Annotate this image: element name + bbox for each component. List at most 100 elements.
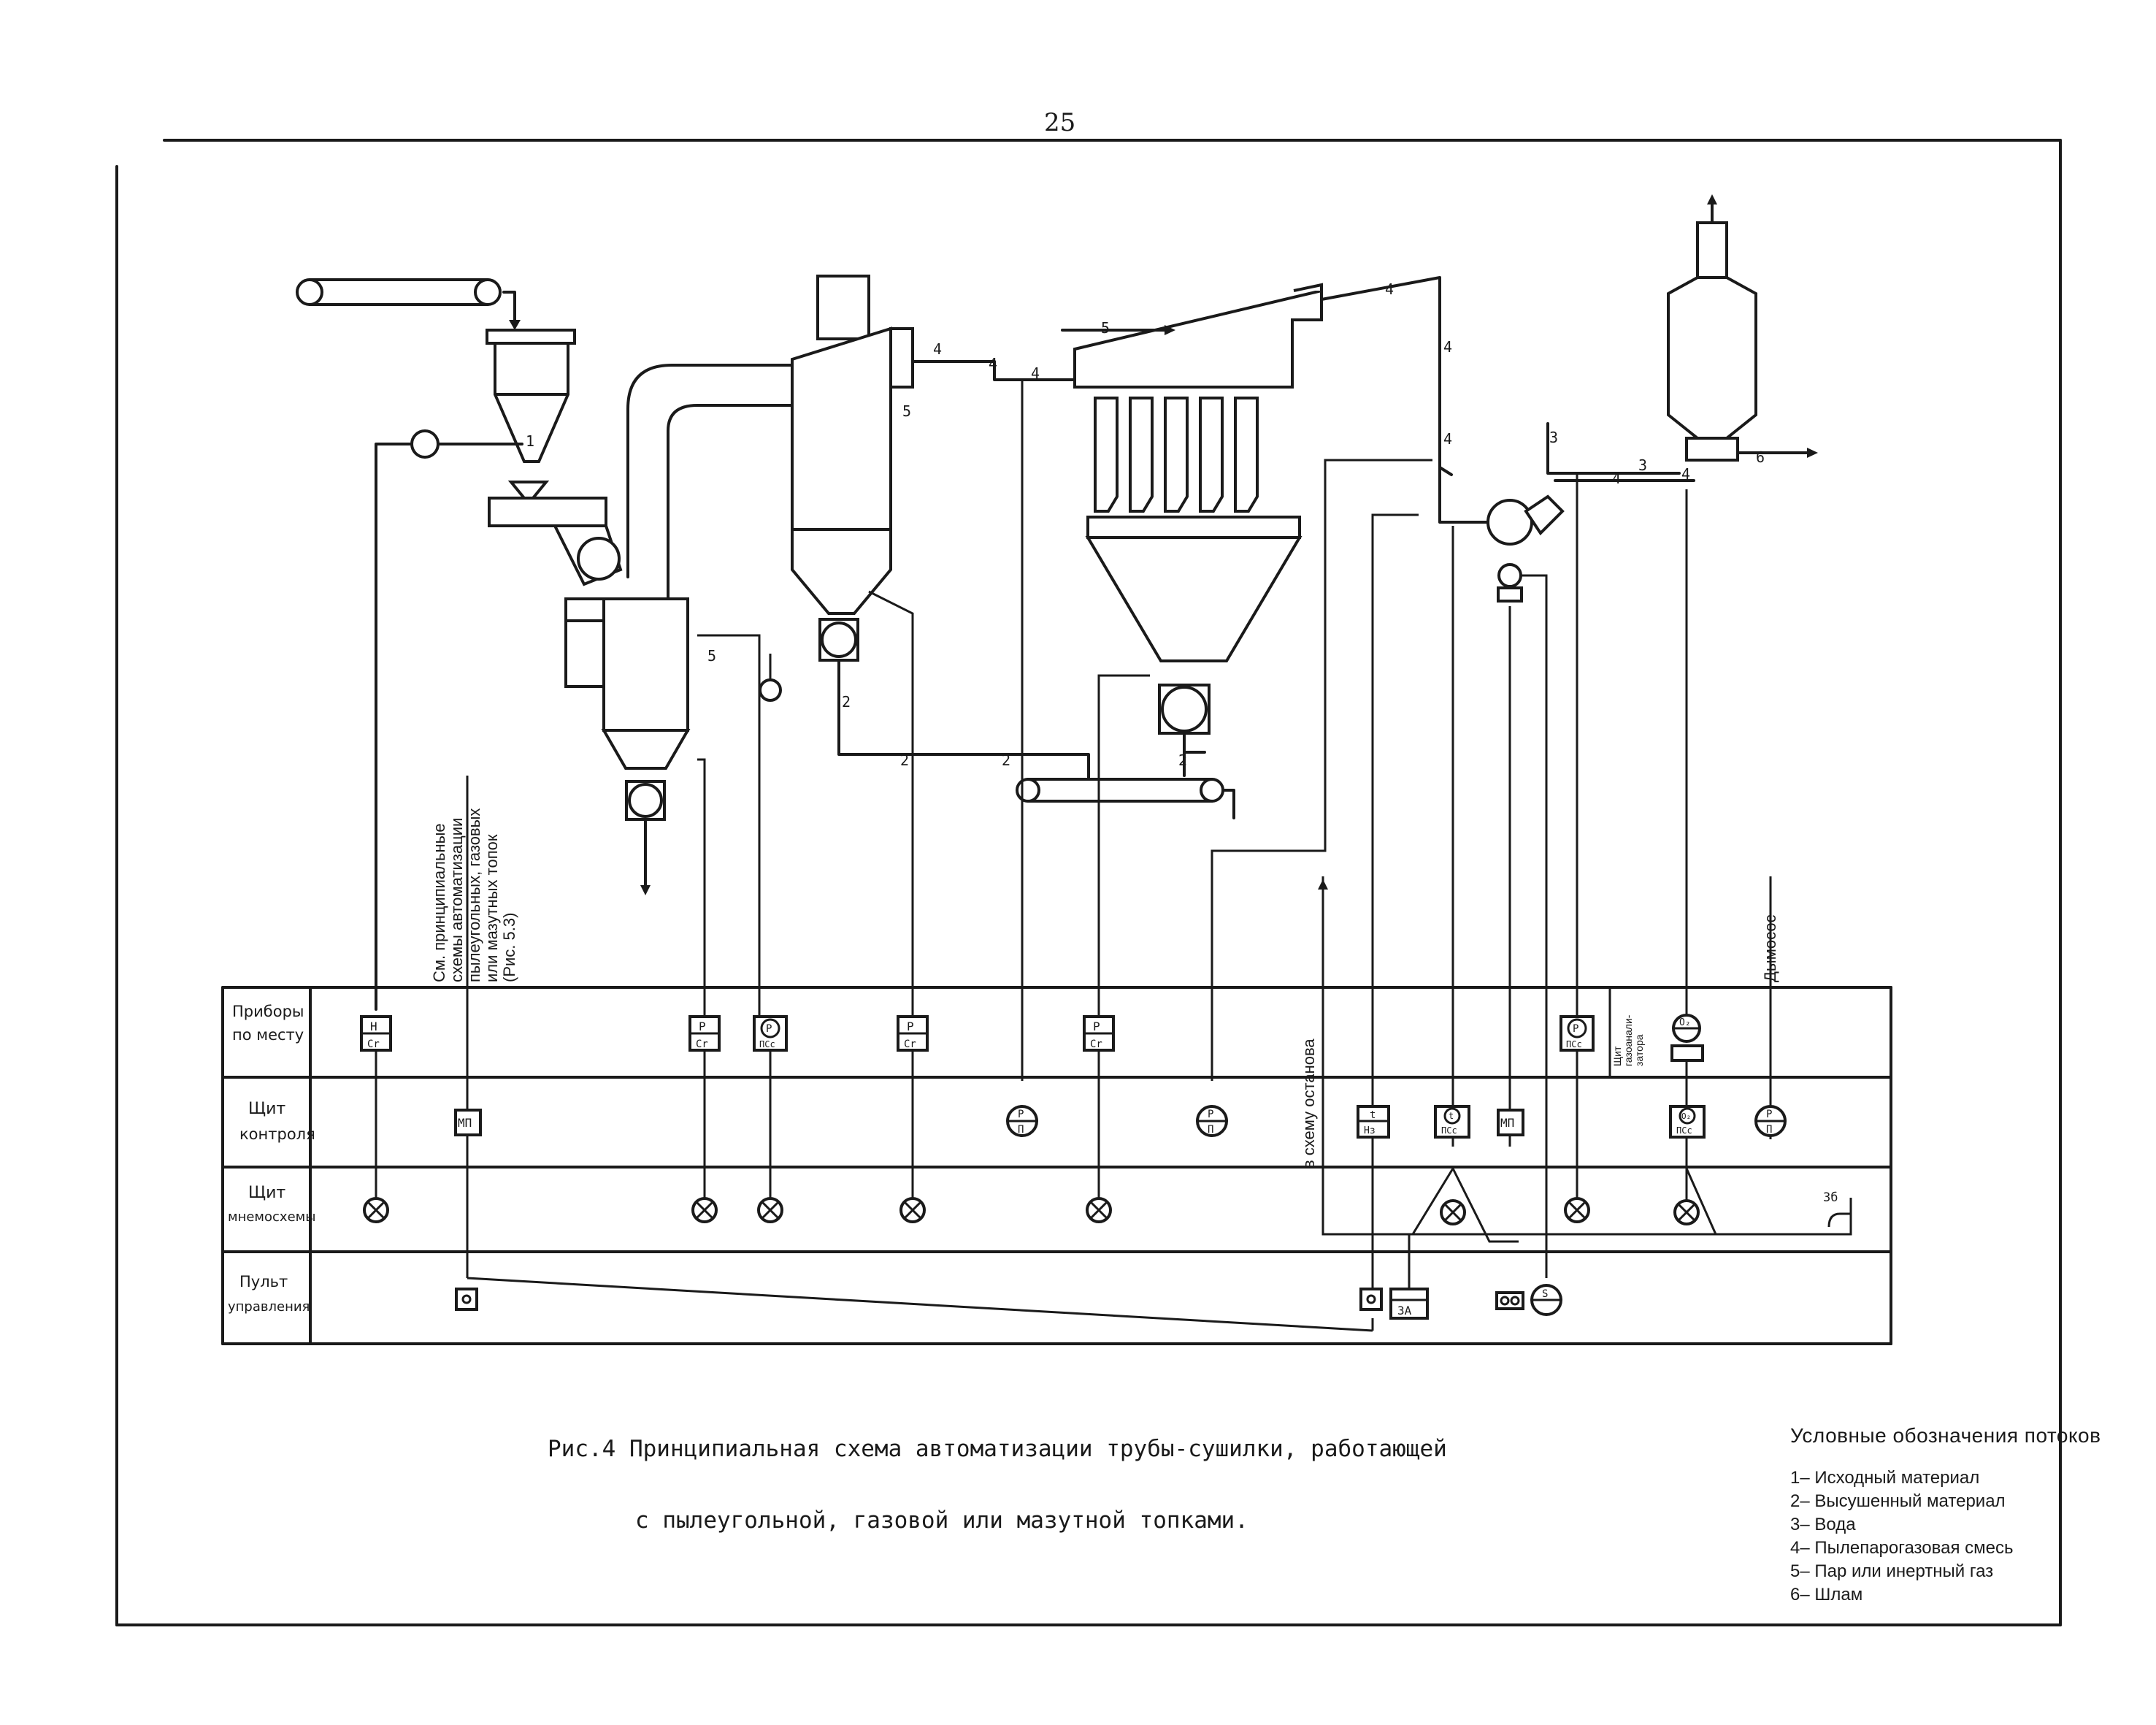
svg-text:P: P xyxy=(1766,1109,1772,1120)
console-button-3 xyxy=(1495,1291,1524,1310)
svg-text:4: 4 xyxy=(1612,470,1621,487)
svg-text:Нз: Нз xyxy=(1364,1125,1376,1136)
svg-text:5: 5 xyxy=(707,647,716,665)
control-instrument-mp-2: МП xyxy=(1497,1109,1524,1136)
svg-text:4: 4 xyxy=(1385,280,1394,298)
svg-text:ПСс: ПСс xyxy=(1566,1039,1582,1049)
svg-text:P: P xyxy=(766,1023,772,1035)
svg-text:H: H xyxy=(370,1020,377,1033)
impulse-lines xyxy=(466,380,1852,1278)
feed-conveyor xyxy=(296,278,521,330)
signal-lines xyxy=(375,876,1851,1332)
row-label-mimic-1: Щит xyxy=(248,1184,285,1202)
local-instrument-2: PCr xyxy=(688,1015,721,1052)
console-switch-za: ЗА xyxy=(1389,1288,1429,1320)
svg-text:P: P xyxy=(1018,1109,1024,1120)
dryer-pipe xyxy=(626,364,794,600)
svg-text:4: 4 xyxy=(933,340,942,358)
svg-text:П: П xyxy=(1208,1124,1213,1136)
svg-text:П: П xyxy=(1766,1124,1772,1136)
row-label-control-2: контроля xyxy=(239,1125,315,1143)
stream-legend: Условные обозначения потоков 1– Исходный… xyxy=(1790,1424,2101,1607)
legend-item: 6– Шлам xyxy=(1790,1585,1863,1604)
svg-text:МП: МП xyxy=(458,1116,472,1130)
control-instrument-mp-1: МП xyxy=(454,1109,482,1136)
svg-text:Cr: Cr xyxy=(367,1039,380,1050)
stream-labels: 1 2 2 2 2 3 3 4 4 4 4 4 4 4 4 5 5 5 6 xyxy=(526,280,1765,769)
mimic-lamp-3 xyxy=(757,1197,783,1223)
svg-text:4: 4 xyxy=(1681,465,1690,483)
cyclone-left xyxy=(791,275,1090,779)
legend-item: 4– Пылепарогазовая смесь xyxy=(1790,1538,2014,1558)
legend-title: Условные обозначения потоков xyxy=(1790,1424,2101,1447)
level-sensor-loop xyxy=(375,429,523,1011)
control-instrument-4: tНз xyxy=(1357,1105,1390,1139)
control-instrument-2: PП xyxy=(1006,1105,1038,1137)
stop-scheme-line xyxy=(1318,879,1328,895)
row-label-mimic-2: мнемосхемы xyxy=(228,1209,315,1225)
svg-text:Cr: Cr xyxy=(1090,1039,1102,1050)
mimic-lamp-5 xyxy=(1086,1197,1112,1223)
legend-list: 1– Исходный материал 2– Высушенный матер… xyxy=(1790,1466,2101,1607)
note-see-automation-schemes: См. принципиальные схемы автоматизации п… xyxy=(430,808,518,982)
svg-text:5: 5 xyxy=(1101,319,1110,337)
row-label-control-1: Щит xyxy=(248,1100,285,1118)
legend-item: 3– Вода xyxy=(1790,1515,1856,1534)
svg-text:t: t xyxy=(1370,1109,1376,1121)
legend-item: 5– Пар или инертный газ xyxy=(1790,1561,1994,1581)
svg-text:ПСс: ПСс xyxy=(1676,1125,1692,1136)
svg-text:2: 2 xyxy=(900,751,909,769)
control-instrument-8: PП xyxy=(1754,1105,1787,1137)
mimic-lamp-7 xyxy=(1564,1197,1590,1223)
page-number: 25 xyxy=(1044,108,1076,137)
console-button-2 xyxy=(1359,1288,1383,1311)
svg-text:t: t xyxy=(1449,1111,1454,1121)
mimic-lamp-6 xyxy=(1440,1199,1466,1225)
svg-text:4: 4 xyxy=(989,355,997,372)
svg-text:МП: МП xyxy=(1500,1116,1514,1130)
row-labels: Приборы по месту Щит контроля Щит мнемос… xyxy=(228,1003,315,1315)
feed-hopper xyxy=(486,329,623,586)
furnace xyxy=(564,597,691,895)
figure-caption-line-2: с пылеугольной, газовой или мазутной топ… xyxy=(635,1507,1248,1534)
page-frame xyxy=(115,139,2062,1626)
control-instrument-3: PП xyxy=(1196,1105,1228,1137)
svg-text:3: 3 xyxy=(1638,456,1647,474)
svg-text:ПСс: ПСс xyxy=(1441,1125,1457,1136)
bag-filter xyxy=(1073,283,1323,777)
mimic-lamp-1 xyxy=(363,1197,389,1223)
svg-text:S: S xyxy=(1542,1288,1548,1300)
svg-text:1: 1 xyxy=(526,432,534,450)
mimic-lamp-8 xyxy=(1673,1199,1700,1225)
gas-line-4 xyxy=(911,276,1491,524)
svg-text:4: 4 xyxy=(1443,338,1452,356)
console-button-1 xyxy=(455,1288,478,1311)
svg-text:2: 2 xyxy=(1002,751,1010,769)
legend-item: 2– Высушенный материал xyxy=(1790,1491,2006,1511)
mimic-lamp-4 xyxy=(899,1197,926,1223)
row-label-local-2: по месту xyxy=(232,1026,304,1044)
mimic-valve-3b: 3б xyxy=(1823,1190,1852,1234)
mimic-lamps: 3б xyxy=(363,1190,1852,1234)
svg-text:4: 4 xyxy=(1443,430,1452,448)
svg-text:6: 6 xyxy=(1756,448,1765,466)
product-conveyor xyxy=(921,753,1235,819)
svg-text:P: P xyxy=(699,1020,706,1033)
local-instrument-4: PCr xyxy=(897,1015,929,1052)
local-instrument-5: PCr xyxy=(1083,1015,1115,1052)
svg-text:О₂: О₂ xyxy=(1681,1112,1691,1121)
svg-text:ЗА: ЗА xyxy=(1397,1304,1412,1317)
note-gas-analyzer-shield: Щит газоанали- затора xyxy=(1611,1014,1645,1066)
exhaust-fan xyxy=(1486,494,1565,603)
svg-text:О₂: О₂ xyxy=(1679,1017,1691,1028)
row-label-console-2: управления xyxy=(228,1299,310,1315)
steam-line-5 xyxy=(1061,325,1175,335)
svg-text:3: 3 xyxy=(1549,429,1558,446)
note-smoke-exhauster: Дымосос xyxy=(1761,914,1779,982)
row-label-local-1: Приборы xyxy=(232,1003,304,1020)
